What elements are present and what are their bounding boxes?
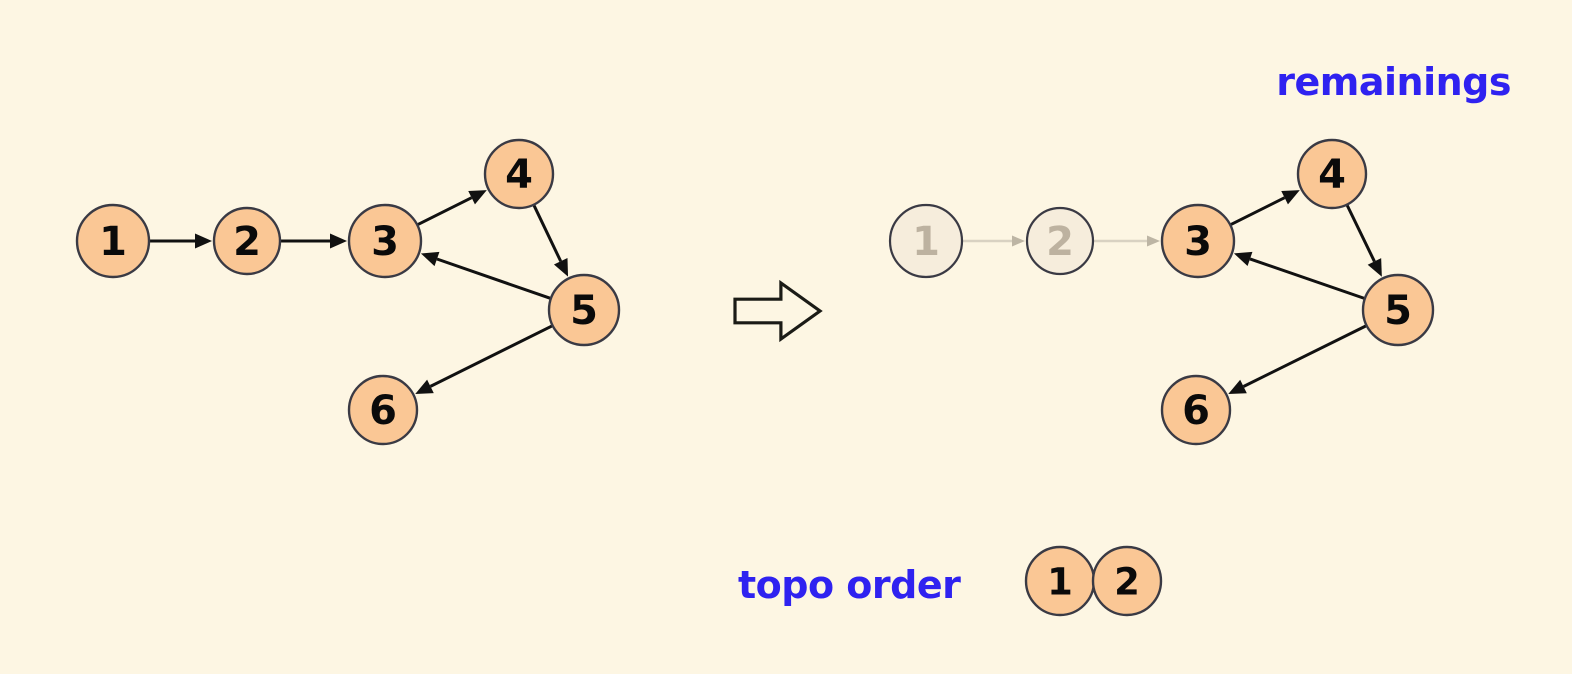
topo-chip-label-1: 1: [1047, 561, 1073, 604]
node-label-2: 2: [233, 219, 261, 265]
node-circle-3[interactable]: [347, 203, 423, 279]
node-6[interactable]: 6: [1160, 374, 1232, 446]
node-circle-2[interactable]: [1025, 206, 1095, 276]
node-4[interactable]: 4: [483, 138, 555, 210]
edge-5-to-3: [436, 257, 551, 300]
arrowhead-5-to-6: [1228, 379, 1247, 395]
node-circle-4[interactable]: [483, 138, 555, 210]
topo-chip-circle-2[interactable]: [1091, 545, 1163, 617]
topo-chip-1[interactable]: 1: [1024, 545, 1096, 617]
arrowhead-2-to-3: [1147, 235, 1160, 247]
node-2[interactable]: 2: [1025, 206, 1095, 276]
arrowhead-3-to-4: [468, 190, 487, 205]
node-6[interactable]: 6: [347, 374, 419, 446]
node-label-6: 6: [369, 388, 397, 434]
edge-4-to-5: [1345, 204, 1376, 263]
node-label-5: 5: [1384, 288, 1412, 334]
remainings-label: remainings: [1276, 60, 1511, 104]
implies-arrow: [733, 279, 823, 343]
node-1[interactable]: 1: [75, 203, 151, 279]
arrowhead-3-to-4: [1281, 190, 1300, 205]
arrowhead-5-to-6: [415, 379, 434, 394]
node-circle-6[interactable]: [1160, 374, 1232, 446]
node-4[interactable]: 4: [1296, 138, 1368, 210]
graph-before: 1 2 3 4 5 6: [75, 138, 621, 446]
node-3[interactable]: 3: [347, 203, 423, 279]
topo-chip-label-2: 2: [1114, 561, 1140, 604]
arrowhead-5-to-3: [1233, 251, 1253, 267]
node-label-5: 5: [570, 288, 598, 334]
node-5[interactable]: 5: [1361, 273, 1435, 347]
node-circle-3[interactable]: [1160, 203, 1236, 279]
edge-3-to-4: [417, 196, 473, 226]
node-label-2: 2: [1046, 219, 1074, 265]
implies-arrow-shape: [733, 279, 823, 343]
node-label-3: 3: [1184, 219, 1212, 265]
node-circle-5[interactable]: [547, 273, 621, 347]
node-2[interactable]: 2: [212, 206, 282, 276]
node-circle-5[interactable]: [1361, 273, 1435, 347]
arrowhead-2-to-3: [330, 233, 347, 249]
arrowhead-1-to-2: [1012, 235, 1025, 247]
edge-4-to-5: [532, 204, 563, 262]
node-label-3: 3: [371, 219, 399, 265]
node-label-1: 1: [99, 219, 127, 265]
arrowhead-1-to-2: [195, 233, 212, 249]
arrowhead-5-to-3: [420, 251, 440, 267]
edge-5-to-6: [429, 324, 553, 388]
node-1[interactable]: 1: [888, 203, 964, 279]
node-label-1: 1: [912, 219, 940, 265]
node-circle-6[interactable]: [347, 374, 419, 446]
edge-5-to-3: [1249, 257, 1365, 300]
node-circle-1[interactable]: [75, 203, 151, 279]
node-5[interactable]: 5: [547, 273, 621, 347]
edge-3-to-4: [1230, 196, 1286, 226]
arrowhead-4-to-5: [553, 258, 569, 277]
node-label-4: 4: [505, 152, 533, 198]
node-circle-2[interactable]: [212, 206, 282, 276]
node-label-4: 4: [1318, 152, 1346, 198]
node-circle-4[interactable]: [1296, 138, 1368, 210]
topo-chip-2[interactable]: 2: [1091, 545, 1163, 617]
node-circle-1[interactable]: [888, 203, 964, 279]
node-3[interactable]: 3: [1160, 203, 1236, 279]
node-label-6: 6: [1182, 388, 1210, 434]
edge-5-to-6: [1242, 324, 1367, 388]
topo-order-label: topo order: [738, 563, 961, 607]
arrowhead-4-to-5: [1367, 258, 1382, 277]
graph-after: 1 2 3 4 5 6: [888, 138, 1435, 446]
